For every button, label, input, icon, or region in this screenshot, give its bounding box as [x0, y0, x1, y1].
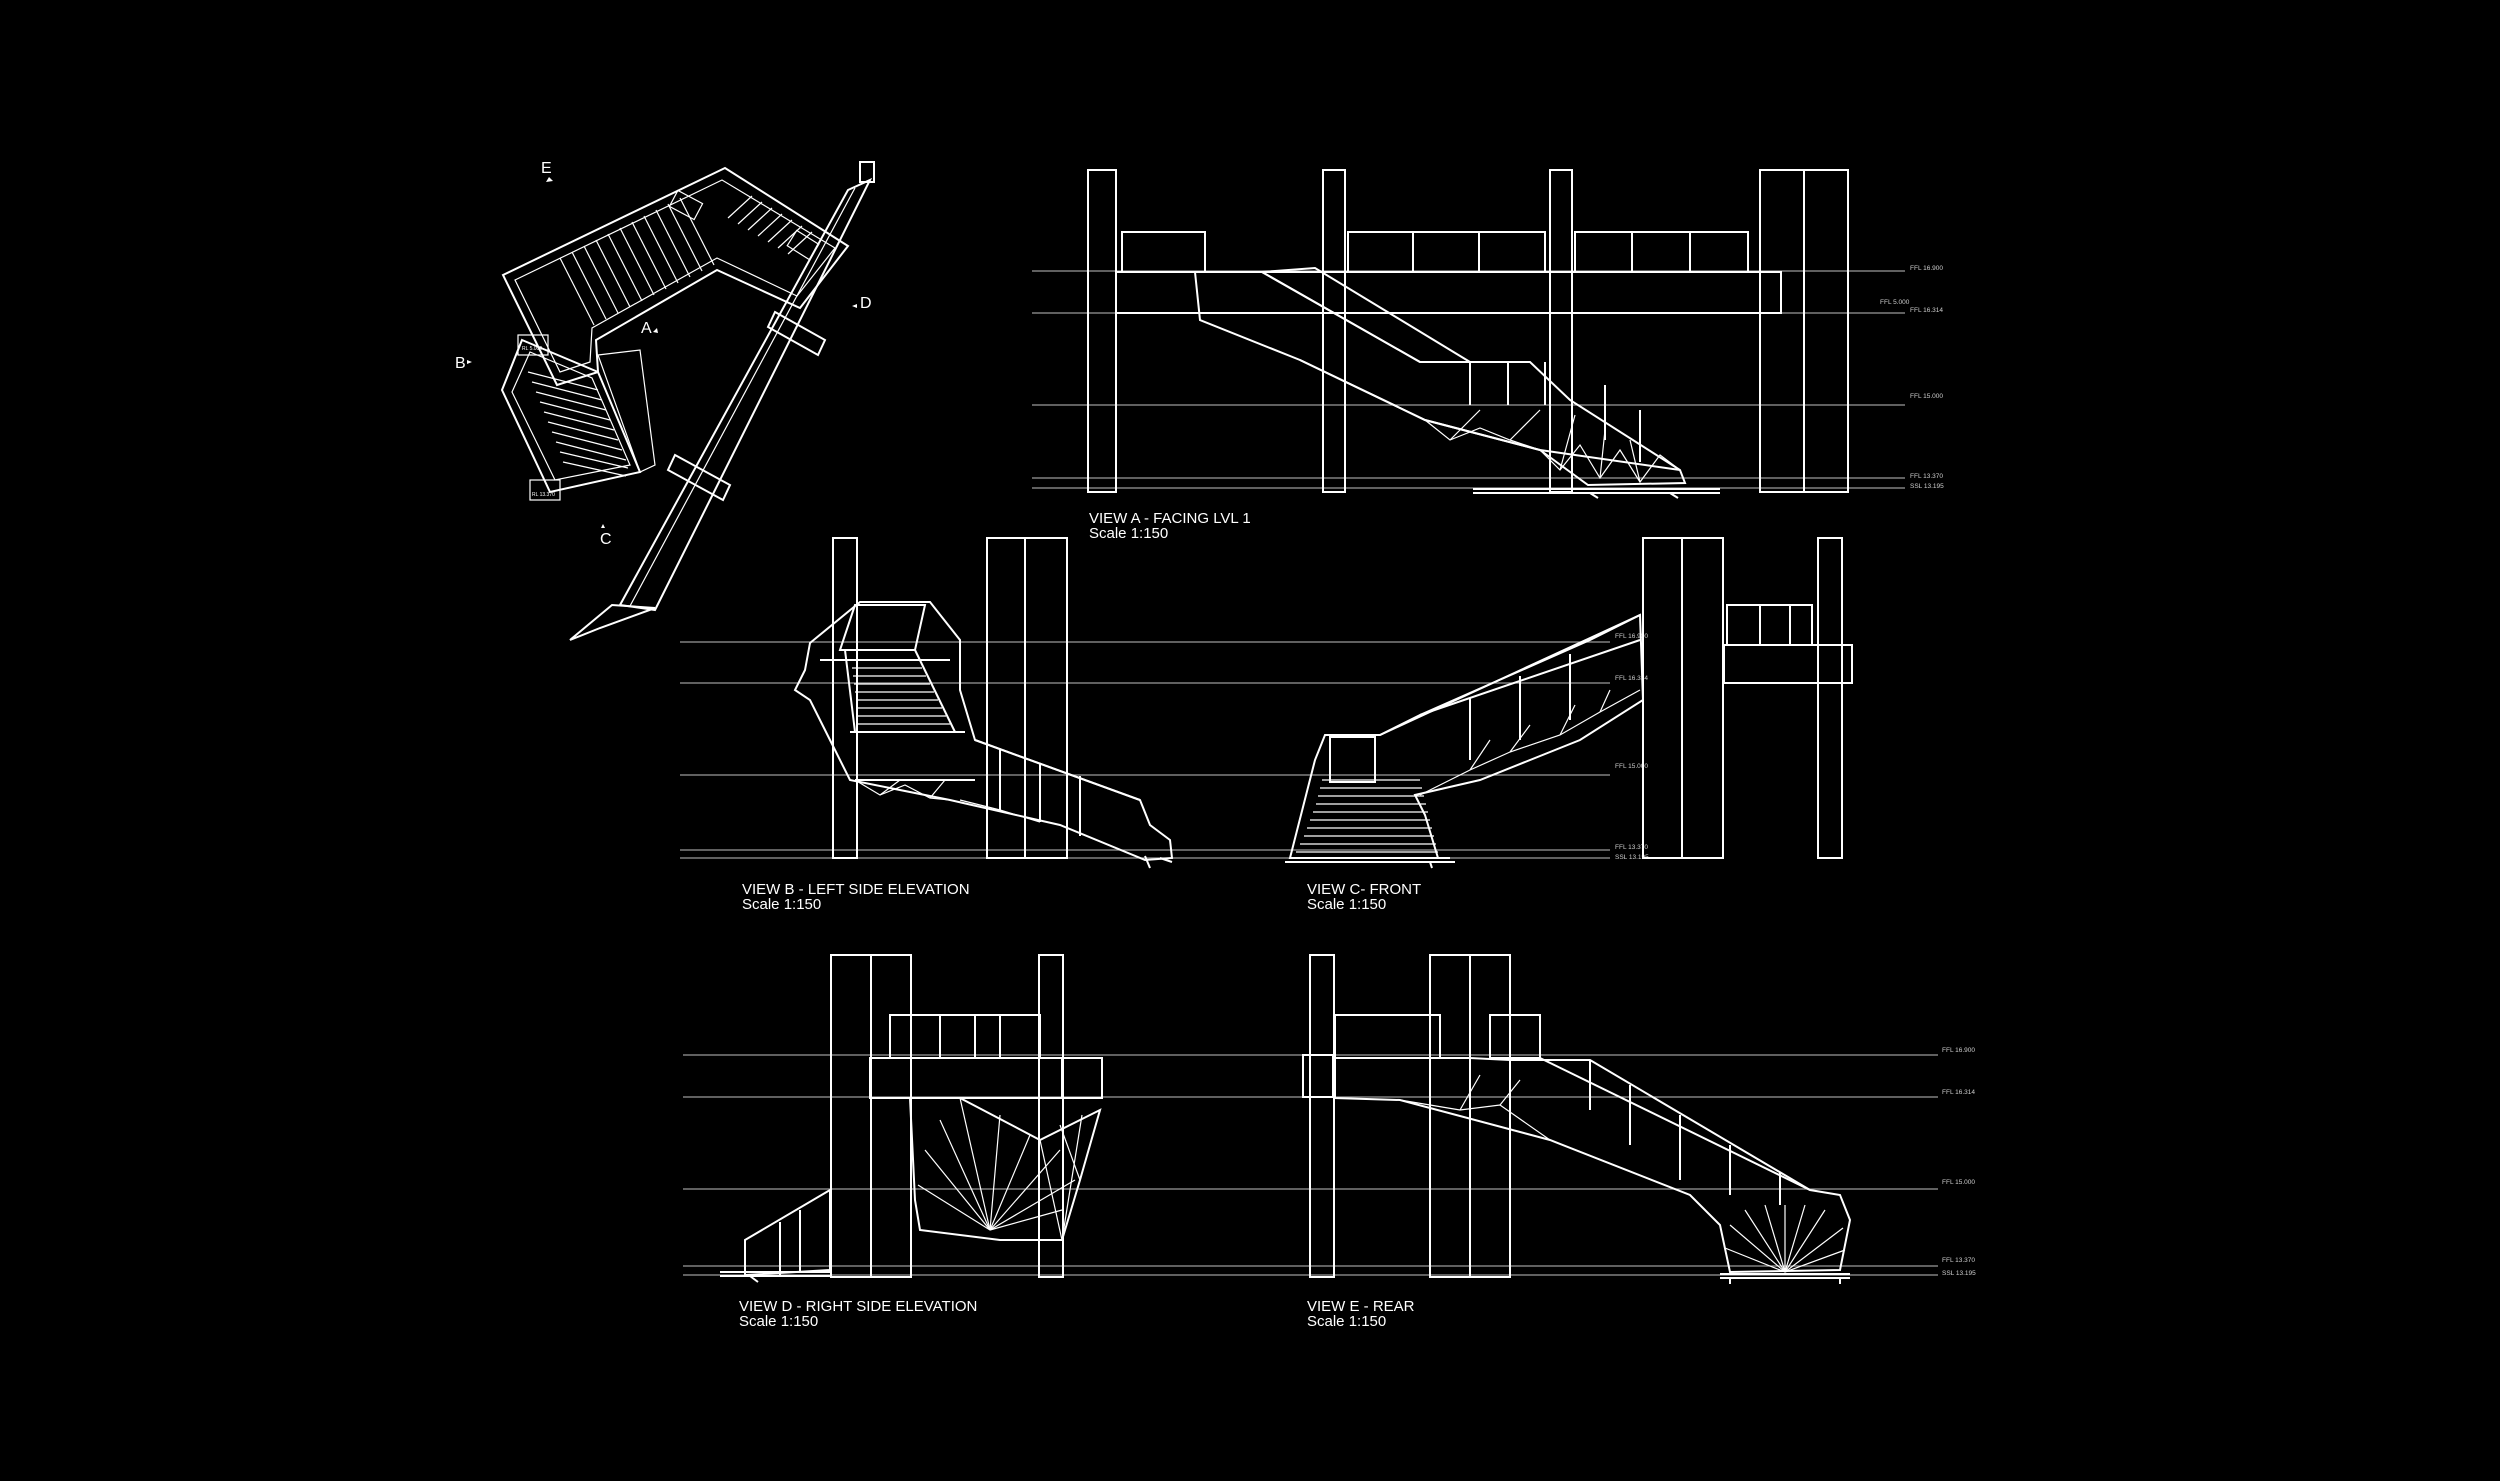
view-a-level-5: SSL 13.195	[1910, 483, 1944, 490]
arrow-b-icon	[467, 360, 472, 364]
view-e-scale: Scale 1:150	[1307, 1313, 1386, 1330]
view-a-level-1: FFL 16.900	[1910, 265, 1943, 272]
view-a-elevation: FFL 16.900 FFL 16.314 FFL 5.000 FFL 15.0…	[1032, 169, 1944, 542]
view-b-level-4: FFL 13.370	[1615, 844, 1648, 851]
plan-marker-c: C	[600, 531, 612, 548]
plan-marker-b: B	[455, 355, 466, 372]
plan-tag-upper: RL 5.000	[522, 346, 542, 352]
view-a-level-mid: FFL 5.000	[1880, 299, 1910, 306]
view-c-scale: Scale 1:150	[1307, 896, 1386, 913]
view-d-title: VIEW D - RIGHT SIDE ELEVATION	[739, 1298, 977, 1315]
view-d-level-3: FFL 15.000	[1942, 1179, 1975, 1186]
view-c-title: VIEW C- FRONT	[1307, 881, 1421, 898]
plan-marker-a: A	[641, 320, 652, 337]
view-d-level-5: SSL 13.195	[1942, 1270, 1976, 1277]
plan-marker-e: E	[541, 160, 552, 177]
view-a-title: VIEW A - FACING LVL 1	[1089, 510, 1251, 527]
view-b-level-3: FFL 15.000	[1615, 763, 1648, 770]
view-d-level-1: FFL 16.900	[1942, 1047, 1975, 1054]
view-b-elevation: FFL 16.900 FFL 16.314 FFL 15.000 FFL 13.…	[680, 537, 1649, 913]
plan-tag-lower: RL 13.370	[532, 492, 555, 498]
view-d-level-2: FFL 16.314	[1942, 1089, 1975, 1096]
view-b-scale: Scale 1:150	[742, 896, 821, 913]
plan-marker-d: D	[860, 295, 872, 312]
view-b-title: VIEW B - LEFT SIDE ELEVATION	[742, 881, 970, 898]
view-c-elevation: VIEW C- FRONT Scale 1:150	[1285, 537, 1853, 913]
view-a-level-4: FFL 13.370	[1910, 473, 1943, 480]
arrow-c-icon	[601, 524, 605, 528]
arrow-e-icon	[546, 177, 553, 182]
arrow-d-icon	[852, 304, 857, 308]
view-d-scale: Scale 1:150	[739, 1313, 818, 1330]
arrow-a-icon	[653, 328, 658, 333]
view-a-level-2: FFL 16.314	[1910, 307, 1943, 314]
view-a-level-3: FFL 15.000	[1910, 393, 1943, 400]
view-b-level-5: SSL 13.195	[1615, 854, 1649, 861]
view-b-level-2: FFL 16.314	[1615, 675, 1648, 682]
view-a-scale: Scale 1:150	[1089, 525, 1168, 542]
view-d-level-4: FFL 13.370	[1942, 1257, 1975, 1264]
view-e-title: VIEW E - REAR	[1307, 1298, 1415, 1315]
view-b-level-1: FFL 16.900	[1615, 633, 1648, 640]
view-e-elevation: VIEW E - REAR Scale 1:150	[1302, 954, 1852, 1330]
plan-view: RL 5.000 RL 13.370 E B A D C	[455, 160, 875, 641]
